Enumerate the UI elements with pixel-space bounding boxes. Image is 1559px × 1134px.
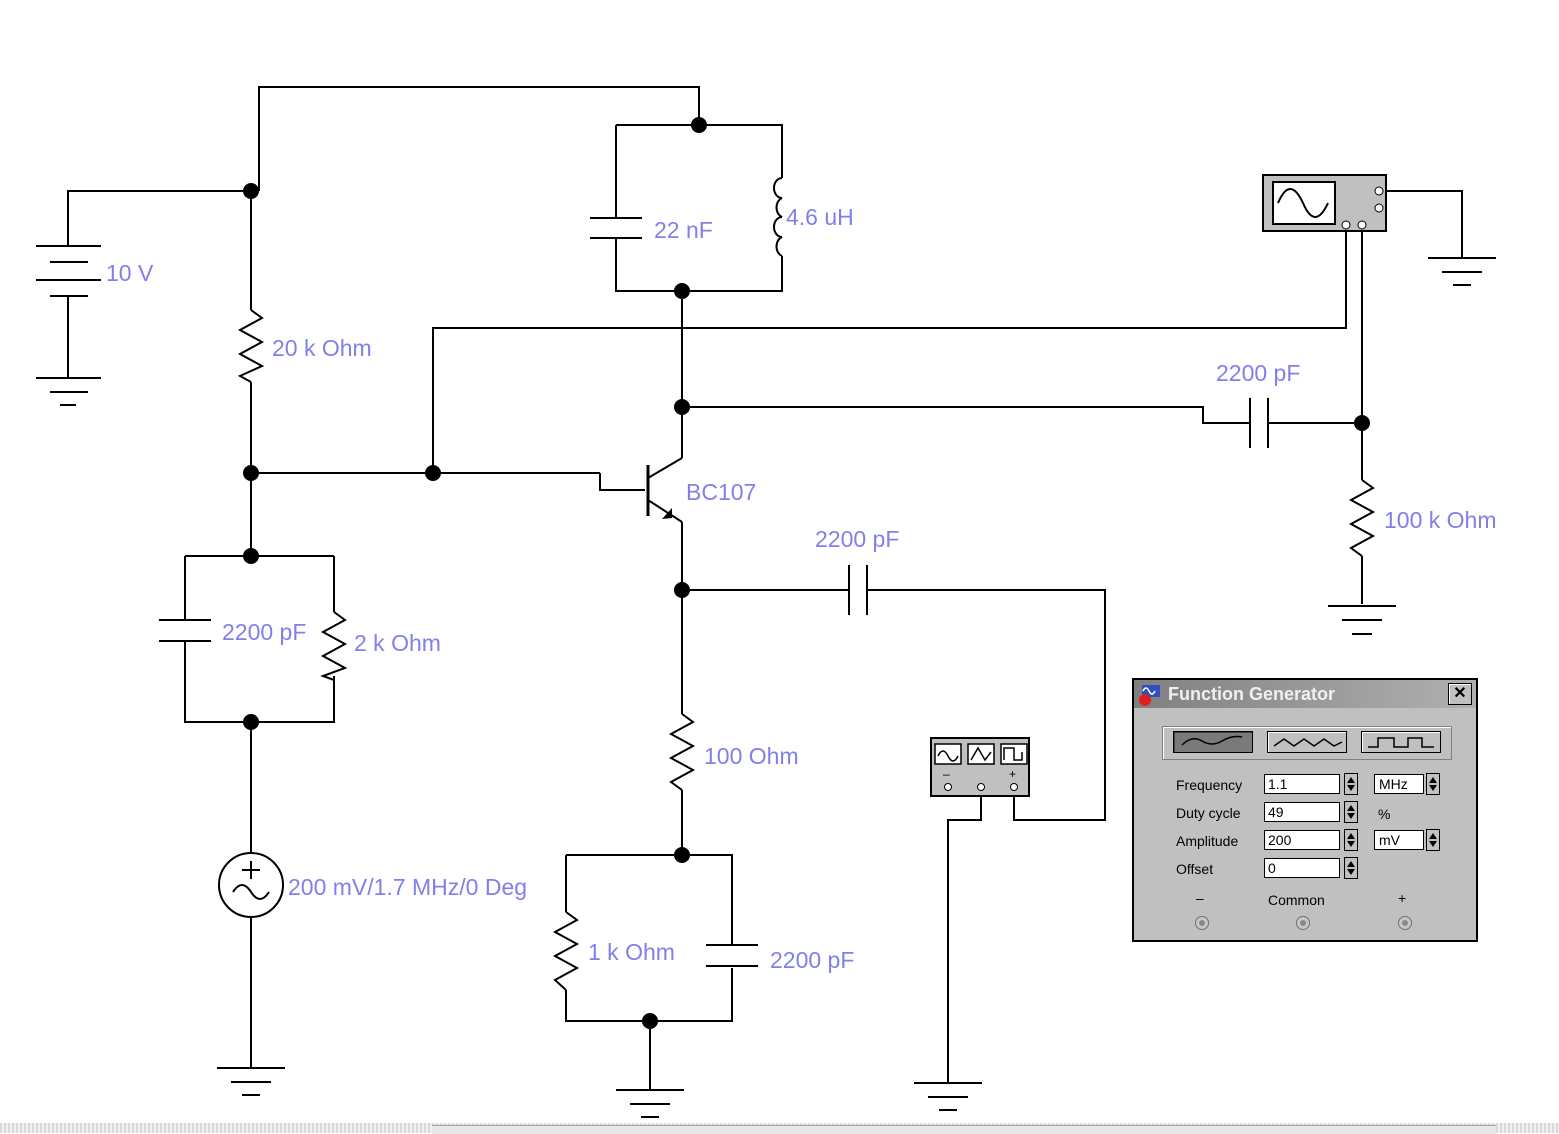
battery-label: 10 V [106, 260, 154, 286]
sine-wave-icon [1181, 735, 1243, 746]
source-label: 200 mV/1.7 MHz/0 Deg [288, 874, 527, 900]
amplitude-unit-select[interactable]: mV [1374, 830, 1424, 850]
offset-input[interactable]: 0 [1264, 858, 1340, 878]
resistor-100k[interactable]: 100 k Ohm [1348, 479, 1497, 557]
oscilloscope-icon[interactable] [1262, 174, 1387, 232]
function-generator-window[interactable]: Function Generator ✕ Frequency 1.1 MHz D… [1132, 678, 1478, 942]
resistor-2k-label: 2 k Ohm [354, 630, 441, 656]
inductor-label: 4.6 uH [786, 204, 854, 230]
capacitor-emitter-label: 2200 pF [770, 947, 854, 973]
battery-10v[interactable]: 10 V [36, 245, 154, 406]
resistor-20k[interactable]: 20 k Ohm [237, 309, 372, 383]
capacitor-22nf-label: 22 nF [654, 217, 713, 243]
amplitude-input[interactable]: 200 [1264, 830, 1340, 850]
ground-right [1328, 605, 1396, 635]
function-generator-icon[interactable]: – + [930, 737, 1030, 797]
resistor-20k-label: 20 k Ohm [272, 335, 372, 361]
window-titlebar[interactable]: Function Generator ✕ [1134, 680, 1476, 708]
frequency-spinner[interactable] [1344, 773, 1358, 795]
amplitude-spinner[interactable] [1344, 829, 1358, 851]
duty-cycle-input[interactable]: 49 [1264, 802, 1340, 822]
frequency-input[interactable]: 1.1 [1264, 774, 1340, 794]
inductor-4-6uh[interactable]: 4.6 uH [773, 177, 854, 257]
amplitude-label: Amplitude [1176, 833, 1239, 849]
resistor-1k-label: 1 k Ohm [588, 939, 675, 965]
terminal-common[interactable] [1296, 916, 1310, 930]
resistor-100-label: 100 Ohm [704, 743, 799, 769]
ac-voltage-source[interactable]: 200 mV/1.7 MHz/0 Deg [218, 852, 527, 918]
frequency-unit-select[interactable]: MHz [1374, 774, 1424, 794]
capacitor-2200pf-coupling[interactable]: 2200 pF [815, 526, 899, 615]
amplitude-unit-spinner[interactable] [1426, 829, 1440, 851]
offset-spinner[interactable] [1344, 857, 1358, 879]
duty-cycle-unit: % [1378, 806, 1391, 822]
square-wave-button[interactable] [1361, 731, 1441, 753]
ground-left [217, 1067, 285, 1096]
sine-wave-button[interactable] [1173, 731, 1253, 753]
terminal-minus[interactable] [1195, 916, 1209, 930]
junction-nodes [243, 117, 1370, 1029]
frequency-label: Frequency [1176, 777, 1243, 793]
resistor-2k[interactable]: 2 k Ohm [320, 611, 441, 681]
ground-fg [914, 1082, 982, 1111]
capacitor-2200pf-emitter[interactable]: 2200 pF [706, 944, 854, 973]
resistor-100k-label: 100 k Ohm [1384, 507, 1497, 533]
duty-cycle-label: Duty cycle [1176, 805, 1241, 821]
capacitor-output-label: 2200 pF [1216, 360, 1300, 386]
wires [67, 86, 1463, 1090]
waveform-selector [1162, 726, 1452, 760]
capacitor-22nf[interactable]: 22 nF [590, 217, 713, 243]
offset-label: Offset [1176, 861, 1214, 877]
fg-mini-plus: + [1009, 767, 1016, 781]
resistor-1k[interactable]: 1 k Ohm [552, 911, 675, 991]
terminal-plus-label: + [1398, 890, 1407, 906]
triangle-wave-button[interactable] [1267, 731, 1347, 753]
horizontal-scrollbar[interactable] [432, 1125, 1496, 1134]
terminal-plus[interactable] [1398, 916, 1412, 930]
ground-bottom [616, 1089, 684, 1118]
terminal-minus-label: – [1196, 890, 1204, 906]
square-wave-icon [1368, 737, 1434, 748]
capacitor-2200pf-output[interactable]: 2200 pF [1216, 360, 1300, 448]
transistor-bc107[interactable]: BC107 [646, 457, 756, 523]
fg-mini-minus: – [943, 767, 950, 781]
capacitor-bias-label: 2200 pF [222, 619, 306, 645]
capacitor-2200pf-bias[interactable]: 2200 pF [159, 619, 306, 645]
window-title: Function Generator [1168, 684, 1336, 704]
capacitor-coupling-label: 2200 pF [815, 526, 899, 552]
duty-cycle-spinner[interactable] [1344, 801, 1358, 823]
triangle-wave-icon [1273, 738, 1343, 747]
ground-scope [1428, 257, 1496, 286]
close-button[interactable]: ✕ [1448, 683, 1472, 705]
terminal-common-label: Common [1268, 892, 1325, 908]
transistor-label: BC107 [686, 479, 756, 505]
resistor-100-ohm[interactable]: 100 Ohm [668, 713, 799, 791]
function-generator-app-icon [1139, 685, 1160, 706]
frequency-unit-spinner[interactable] [1426, 773, 1440, 795]
